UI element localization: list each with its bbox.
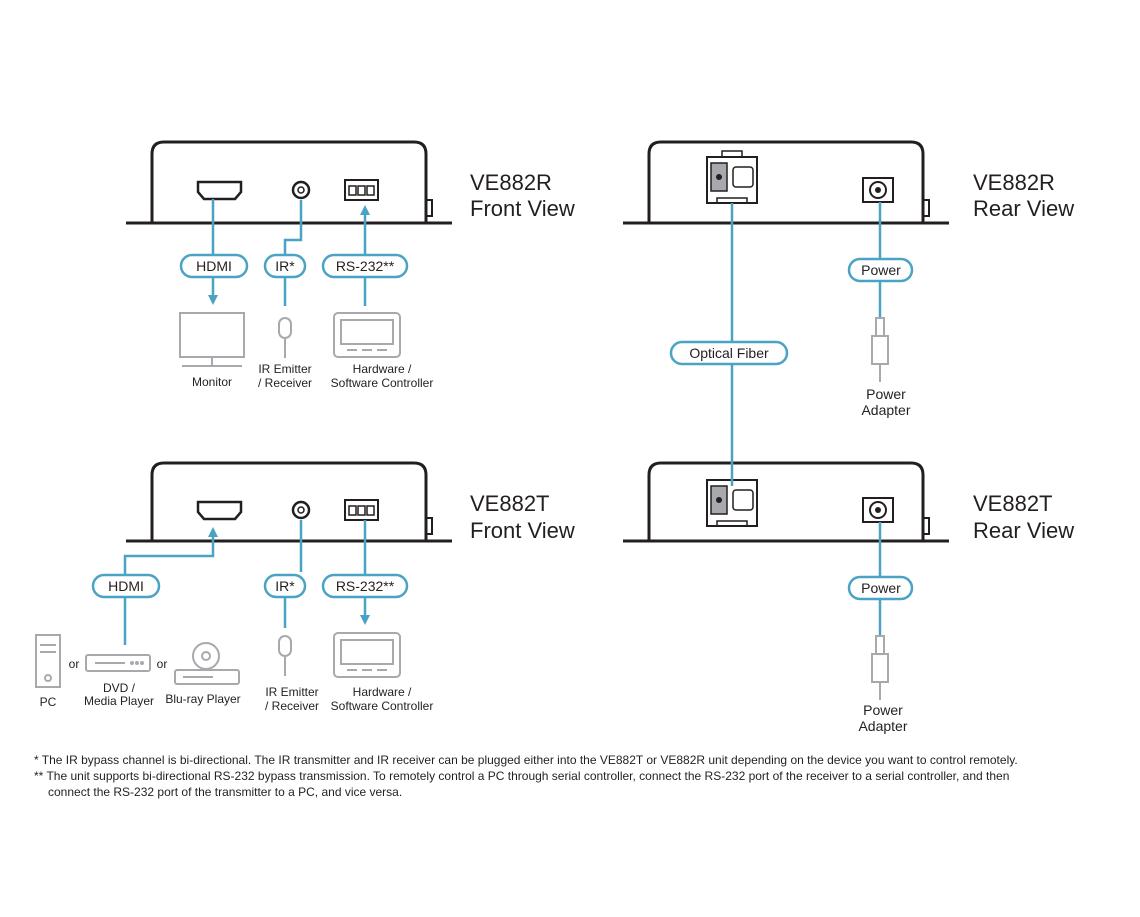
footnote-rs232-cont: connect the RS-232 port of the transmitt… xyxy=(48,785,403,799)
footnotes: * The IR bypass channel is bi-directiona… xyxy=(34,752,1124,800)
hdmi-port-icon xyxy=(196,180,243,201)
rx-power-pill: Power xyxy=(847,257,914,283)
or-label-1: or xyxy=(69,657,80,671)
rx-power-adapter-label-2: Adapter xyxy=(861,402,910,418)
rx-controller-label-1: Hardware / xyxy=(353,362,412,376)
controller-icon xyxy=(333,312,401,358)
svg-text:Power: Power xyxy=(861,580,901,596)
svg-text:IR*: IR* xyxy=(275,578,295,594)
power-adapter-icon xyxy=(871,635,889,700)
controller-icon xyxy=(333,632,401,678)
tx-rear-model: VE882T xyxy=(973,491,1053,516)
footnote-rs232: ** The unit supports bi-directional RS-2… xyxy=(34,769,1010,783)
dvd-label-2: Media Player xyxy=(84,694,154,708)
svg-text:HDMI: HDMI xyxy=(108,578,144,594)
svg-text:RS-232**: RS-232** xyxy=(336,578,395,594)
optical-fiber-pill: Optical Fiber xyxy=(669,340,789,366)
fiber-port-icon xyxy=(706,479,758,527)
tx-ir-label-1: IR Emitter xyxy=(265,685,318,699)
tx-power-pill: Power xyxy=(847,575,914,601)
tx-power-adapter-label-2: Adapter xyxy=(858,718,907,734)
rx-hdmi-pill: HDMI xyxy=(179,253,249,279)
rx-front-model: VE882R xyxy=(470,170,552,195)
bluray-player-icon xyxy=(174,642,240,685)
rs232-terminal-icon xyxy=(344,179,379,201)
pc-label: PC xyxy=(40,695,57,709)
tx-rear-view: Rear View xyxy=(973,518,1074,543)
rs232-terminal-icon xyxy=(344,499,379,521)
svg-text:HDMI: HDMI xyxy=(196,258,232,274)
rx-rs232-pill: RS-232** xyxy=(321,253,409,279)
rx-front-view: Front View xyxy=(470,196,575,221)
rx-rear-view: Rear View xyxy=(973,196,1074,221)
ve882r-rear-unit xyxy=(623,140,949,225)
tx-hdmi-pill: HDMI xyxy=(91,573,161,599)
tx-front-model: VE882T xyxy=(470,491,550,516)
monitor-icon xyxy=(179,312,245,367)
monitor-label: Monitor xyxy=(192,375,232,389)
bluray-label: Blu-ray Player xyxy=(165,692,240,706)
svg-text:Optical Fiber: Optical Fiber xyxy=(689,345,769,361)
dvd-label-1: DVD / xyxy=(103,681,136,695)
power-jack-icon xyxy=(862,497,894,523)
ve882t-front-unit xyxy=(126,461,452,543)
ve882r-front-unit xyxy=(126,140,452,225)
ir-emitter-icon xyxy=(278,317,292,358)
tx-rs232-pill: RS-232** xyxy=(321,573,409,599)
rx-controller-label-2: Software Controller xyxy=(331,376,434,390)
tx-ir-pill: IR* xyxy=(263,573,307,599)
svg-text:RS-232**: RS-232** xyxy=(336,258,395,274)
rx-ir-pill: IR* xyxy=(263,253,307,279)
rx-ir-label-2: / Receiver xyxy=(258,376,312,390)
pc-icon xyxy=(35,634,61,688)
tx-controller-label-1: Hardware / xyxy=(353,685,412,699)
rx-rear-model: VE882R xyxy=(973,170,1055,195)
tx-controller-label-2: Software Controller xyxy=(331,699,434,713)
footnote-ir: * The IR bypass channel is bi-directiona… xyxy=(34,753,1018,767)
rx-ir-label-1: IR Emitter xyxy=(258,362,311,376)
svg-text:Power: Power xyxy=(861,262,901,278)
fiber-port-icon xyxy=(706,150,758,204)
svg-text:IR*: IR* xyxy=(275,258,295,274)
tx-front-view: Front View xyxy=(470,518,575,543)
dvd-player-icon xyxy=(85,654,151,672)
tx-ir-label-2: / Receiver xyxy=(265,699,319,713)
ve882t-rear-unit xyxy=(623,461,949,543)
or-label-2: or xyxy=(157,657,168,671)
ir-emitter-icon xyxy=(278,635,292,676)
rx-power-adapter-label-1: Power xyxy=(866,386,906,402)
power-adapter-icon xyxy=(871,317,889,382)
ir-jack-icon xyxy=(291,500,311,520)
hdmi-port-icon xyxy=(196,500,243,521)
power-jack-icon xyxy=(862,177,894,203)
ir-jack-icon xyxy=(291,180,311,200)
tx-power-adapter-label-1: Power xyxy=(863,702,903,718)
